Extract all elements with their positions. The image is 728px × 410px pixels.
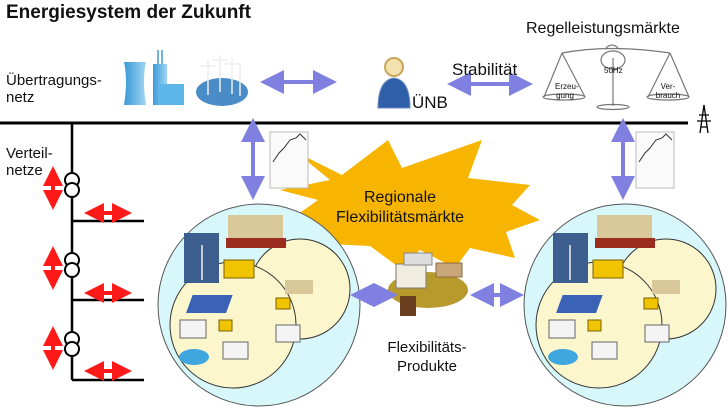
left-cell-icons — [179, 215, 313, 365]
left-load-chart-icon — [269, 131, 309, 189]
distribution-grid-label: Verteil- netze — [6, 145, 53, 179]
offshore-wind-icon — [196, 55, 248, 106]
regional-market-starburst — [280, 140, 540, 268]
flexibility-arrows — [43, 166, 132, 381]
operator-label: ÜNB — [412, 93, 448, 112]
scale-pan-consumption: Ver- brauch — [655, 82, 681, 100]
operator-person-icon — [377, 57, 411, 109]
transformer-icons — [64, 172, 80, 357]
balance-scale-icon — [542, 44, 690, 111]
right-load-chart-icon — [635, 131, 675, 189]
scale-frequency-label: 50Hz — [604, 66, 623, 75]
stability-label: Stabilität — [452, 60, 518, 79]
transmission-tower-icon — [697, 104, 711, 134]
right-cell-icons — [548, 215, 680, 365]
transmission-grid-label: Übertragungs- netz — [6, 72, 102, 106]
balancing-market-title: Regelleistungsmärkte — [526, 20, 680, 37]
distribution-grid — [70, 123, 144, 382]
marketplace-icon — [388, 252, 468, 316]
diagram-title: Energiesystem der Zukunft — [6, 2, 251, 23]
flexibility-products-label: Flexibilitäts- Produkte — [387, 339, 467, 375]
power-plant-icon — [124, 50, 184, 105]
regional-market-label: Regionale Flexibilitätsmärkte — [335, 189, 465, 226]
scale-pan-generation: Erzeu- gung — [555, 82, 579, 100]
